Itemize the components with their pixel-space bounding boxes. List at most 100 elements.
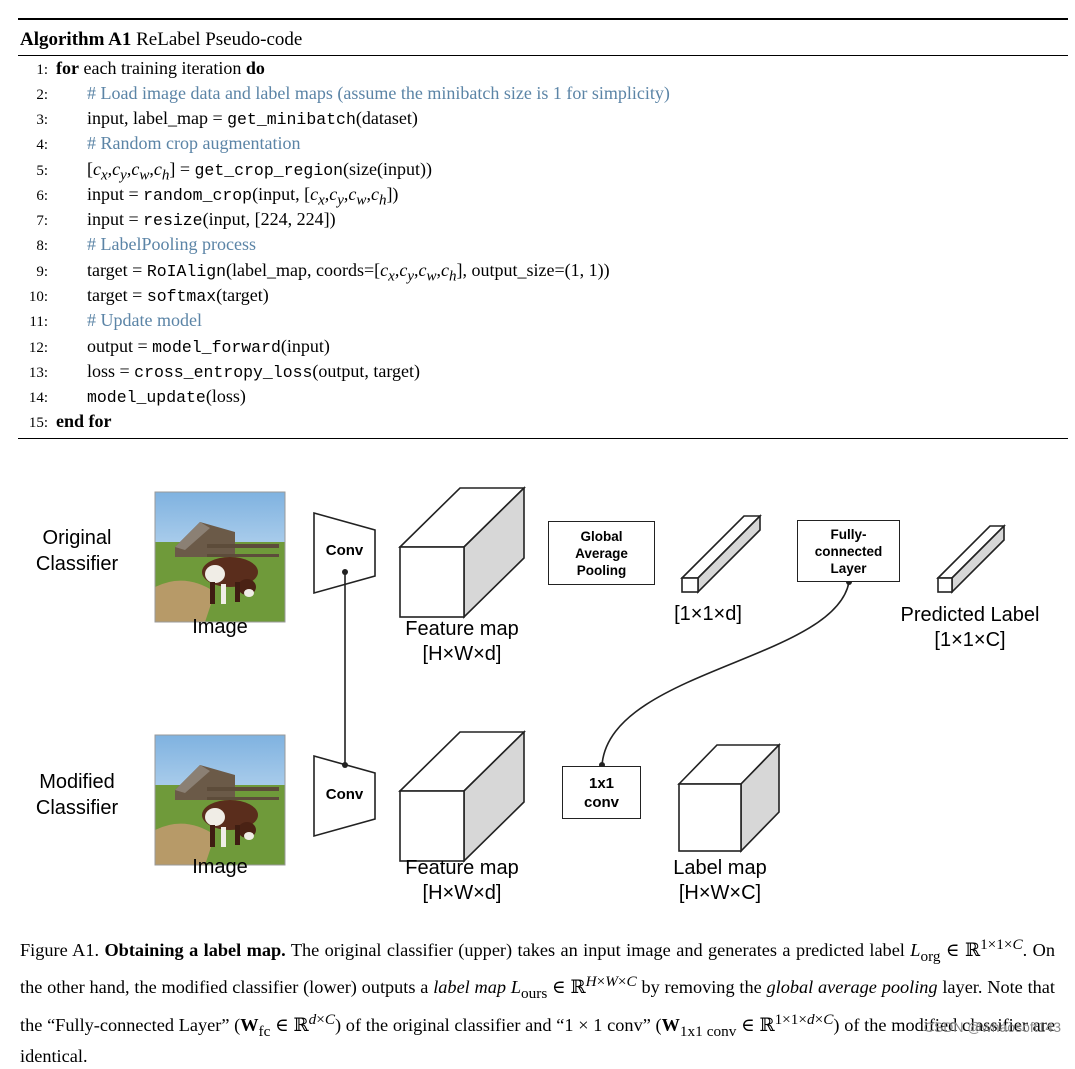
conv-bottom-label: Conv <box>325 786 364 803</box>
predicted-label-bar <box>936 524 1006 594</box>
code-pre: loss = <box>87 361 135 381</box>
line-number: 7: <box>36 213 48 229</box>
algorithm-line-1: 1:for each training iteration do <box>18 56 265 81</box>
label-line: Modified <box>39 771 115 793</box>
code-post: (target) <box>216 285 269 305</box>
caption-bold: Obtaining a label map. <box>104 940 286 961</box>
line-number: 9: <box>36 264 48 280</box>
label-map-cube <box>677 743 781 853</box>
box-line: 1x1 <box>588 774 615 792</box>
algorithm-line-2: 2:# Load image data and label maps (assu… <box>18 81 670 106</box>
line-text: each training iteration <box>83 58 242 78</box>
predicted-label: Predicted Label [1×1×C] <box>880 603 1060 653</box>
feature-map-top-label: Feature map [H×W×d] <box>392 617 532 667</box>
top-image <box>154 491 286 623</box>
connector-dot-bottom <box>342 762 348 768</box>
line-number: 15: <box>28 415 48 431</box>
label-line: [H×W×d] <box>422 643 502 665</box>
algorithm-top-rule <box>18 18 1068 20</box>
conv-bottom-shape <box>313 754 376 838</box>
connector-dot-top <box>342 569 348 575</box>
line-number: 8: <box>36 238 48 254</box>
algorithm-title-rule <box>18 55 1068 56</box>
conv-top-shape <box>313 511 376 595</box>
line-number: 3: <box>36 112 48 128</box>
code-pre: input = <box>87 209 144 229</box>
line-number: 14: <box>28 390 48 406</box>
code-post: (input, [224, 224]) <box>202 209 336 229</box>
feature-map-top-cube <box>398 486 526 619</box>
label-line: [1×1×C] <box>934 629 1006 651</box>
label-line: Feature map <box>405 618 519 640</box>
fully-connected-box: Fully- connected Layer <box>797 520 900 582</box>
code-function: RoIAlign <box>146 262 227 281</box>
label-line: [H×W×C] <box>678 882 762 904</box>
label-line: Classifier <box>35 797 119 819</box>
line-number: 5: <box>36 163 48 179</box>
comment: # Update model <box>87 310 202 330</box>
algorithm-line-4: 4:# Random crop augmentation <box>18 131 300 156</box>
caption-prefix: Figure A1. <box>20 940 100 961</box>
box-line: Fully- <box>830 526 867 542</box>
algorithm-line-10: 10: target = softmax(target) <box>18 283 269 308</box>
global-average-pooling-box: Global Average Pooling <box>548 521 655 585</box>
code-post: (dataset) <box>355 108 418 128</box>
algorithm-line-3: 3: input, label_map = get_minibatch(datas… <box>18 106 418 131</box>
box-line: Layer <box>830 560 867 576</box>
code-post: (output, target) <box>312 361 421 381</box>
image-label-bottom: Image <box>192 856 248 878</box>
code-function: model_forward <box>152 338 281 357</box>
label-map-label: Label map [H×W×C] <box>655 856 785 906</box>
code-function: get_crop_region <box>194 161 344 180</box>
box-line: connected <box>814 543 883 559</box>
algorithm-line-5: 5:[cx,cy,cw,ch] = get_crop_region(size(i… <box>18 157 433 184</box>
box-line: Global <box>580 528 623 544</box>
label-line: [H×W×d] <box>422 882 502 904</box>
vector-d-bar <box>680 514 762 594</box>
figure-caption: Figure A1. Obtaining a label map. The or… <box>20 936 1055 1066</box>
label-line: Original <box>42 527 112 549</box>
code-function: random_crop <box>143 186 253 205</box>
code-pre: input = <box>87 184 144 204</box>
algorithm-line-14: 14:model_update(loss) <box>18 384 246 409</box>
algorithm-line-15: 15: end for <box>18 409 112 434</box>
code-post: (input) <box>280 336 330 356</box>
comment: # Random crop augmentation <box>87 133 301 153</box>
keyword-end-for: end for <box>56 411 112 431</box>
line-number: 11: <box>29 314 48 330</box>
code-pre: target = <box>87 260 147 280</box>
line-number: 10: <box>28 289 48 305</box>
vector-label: [1×1×d] <box>674 603 742 625</box>
box-line: Average <box>575 545 628 561</box>
figure-diagram <box>154 486 1006 866</box>
code-pre: target = <box>87 285 147 305</box>
code-function: get_minibatch <box>227 110 356 129</box>
bottom-image <box>154 734 286 866</box>
label-line: Label map <box>673 857 767 879</box>
algorithm-line-7: 7: input = resize(input, [224, 224]) <box>18 207 336 232</box>
algorithm-line-13: 13: loss = cross_entropy_loss(output, tar… <box>18 359 420 384</box>
algorithm-bottom-rule <box>18 438 1068 439</box>
code-pre: input, label_map = <box>87 108 228 128</box>
watermark: CSDN @whaosoft143 <box>923 1019 1061 1035</box>
code-pre: output = <box>87 336 153 356</box>
label-line: Feature map <box>405 857 519 879</box>
image-label-top: Image <box>192 616 248 638</box>
line-number: 12: <box>28 340 48 356</box>
keyword-for: for <box>56 58 79 78</box>
code-function: cross_entropy_loss <box>134 363 313 382</box>
line-number: 2: <box>36 87 48 103</box>
line-number: 13: <box>28 365 48 381</box>
code-function: resize <box>143 211 203 230</box>
fc-to-conv1x1-curve <box>601 581 850 766</box>
line-number: 1: <box>36 62 48 78</box>
algorithm-line-12: 12: output = model_forward(input) <box>18 334 330 359</box>
code-function: softmax <box>146 287 217 306</box>
label-line: Classifier <box>35 553 119 575</box>
code-post: (size(input)) <box>343 159 433 179</box>
box-line: conv <box>583 793 619 811</box>
original-classifier-label: Original Classifier <box>22 525 132 577</box>
algorithm-line-8: 8:# LabelPooling process <box>18 232 256 257</box>
conv-top-label: Conv <box>325 542 364 559</box>
algorithm-line-11: 11: # Update model <box>18 308 202 333</box>
